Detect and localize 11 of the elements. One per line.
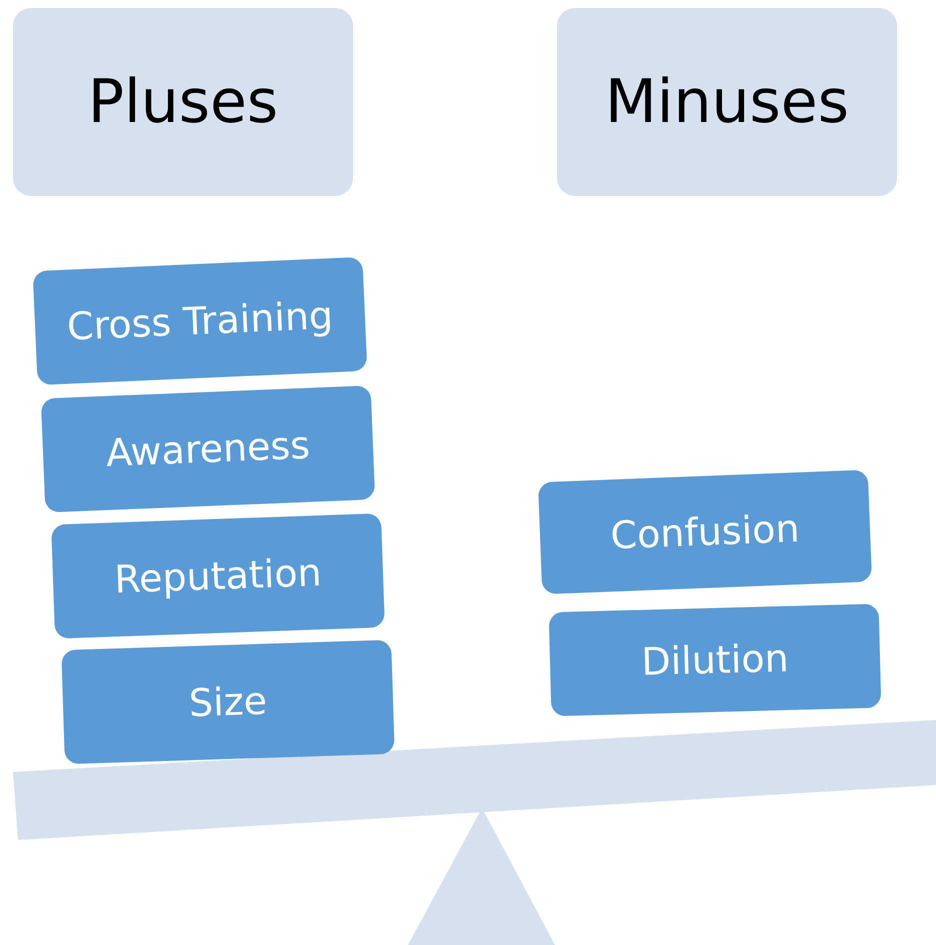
block-label: Cross Training [66, 293, 334, 349]
block-label: Size [188, 678, 268, 726]
block-label: Dilution [640, 636, 790, 684]
block-label: Reputation [114, 550, 322, 602]
block-label: Pluses [88, 67, 278, 137]
heading-box [13, 8, 353, 196]
heading-box [557, 8, 897, 196]
block-label: Confusion [610, 506, 800, 558]
factor-block [61, 640, 395, 764]
block-label: Minuses [605, 67, 849, 137]
block-label: Awareness [105, 422, 311, 476]
